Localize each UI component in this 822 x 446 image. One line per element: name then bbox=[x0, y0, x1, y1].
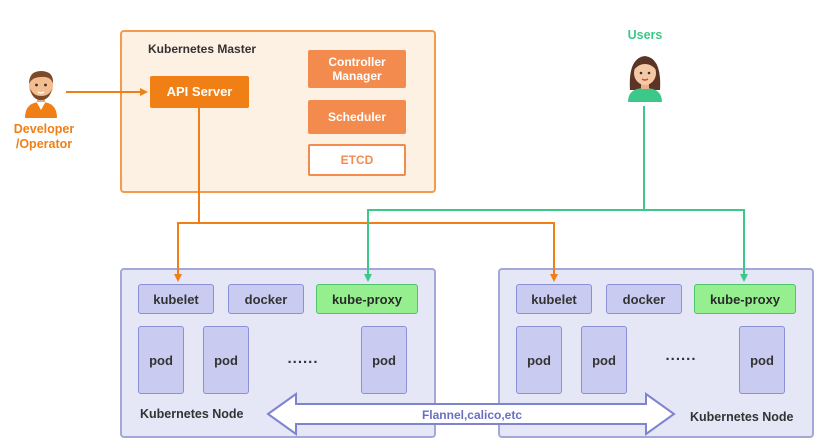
docker-box-1: docker bbox=[228, 284, 304, 314]
kubelet-box-2: kubelet bbox=[516, 284, 592, 314]
api-to-kubelet-2-arrow bbox=[199, 222, 558, 282]
man-avatar-icon bbox=[25, 71, 57, 118]
pod-box: pod bbox=[361, 326, 407, 394]
users-to-kube-proxy-1-arrow bbox=[364, 106, 645, 282]
users-to-kube-proxy-2-arrow bbox=[644, 209, 748, 282]
developer-label-line2: /Operator bbox=[15, 137, 73, 151]
docker-box-2: docker bbox=[606, 284, 682, 314]
etcd-box: ETCD bbox=[308, 144, 406, 176]
pod-box: pod bbox=[516, 326, 562, 394]
master-title: Kubernetes Master bbox=[148, 42, 257, 56]
scheduler-box: Scheduler bbox=[308, 100, 406, 134]
pod-box: pod bbox=[138, 326, 184, 394]
kubelet-box-1: kubelet bbox=[138, 284, 214, 314]
api-to-kubelet-1-arrow bbox=[174, 108, 200, 282]
developer-label: Developer /Operator bbox=[4, 122, 84, 152]
node-label-2: Kubernetes Node bbox=[690, 410, 794, 424]
users-label: Users bbox=[627, 28, 663, 42]
pod-ellipsis: ...... bbox=[287, 349, 319, 367]
kube-proxy-box-2: kube-proxy bbox=[694, 284, 796, 314]
kube-proxy-box-1: kube-proxy bbox=[316, 284, 418, 314]
pod-box: pod bbox=[581, 326, 627, 394]
network-label: Flannel,calico,etc bbox=[421, 408, 523, 422]
controller-manager-box: Controller Manager bbox=[308, 50, 406, 88]
pod-ellipsis: ...... bbox=[665, 346, 697, 364]
network-double-arrow bbox=[266, 392, 676, 436]
api-server-box: API Server bbox=[150, 76, 249, 108]
pod-box: pod bbox=[739, 326, 785, 394]
developer-label-line1: Developer bbox=[13, 122, 75, 136]
node-label-1: Kubernetes Node bbox=[140, 407, 244, 421]
pod-box: pod bbox=[203, 326, 249, 394]
woman-avatar-icon bbox=[628, 56, 662, 102]
